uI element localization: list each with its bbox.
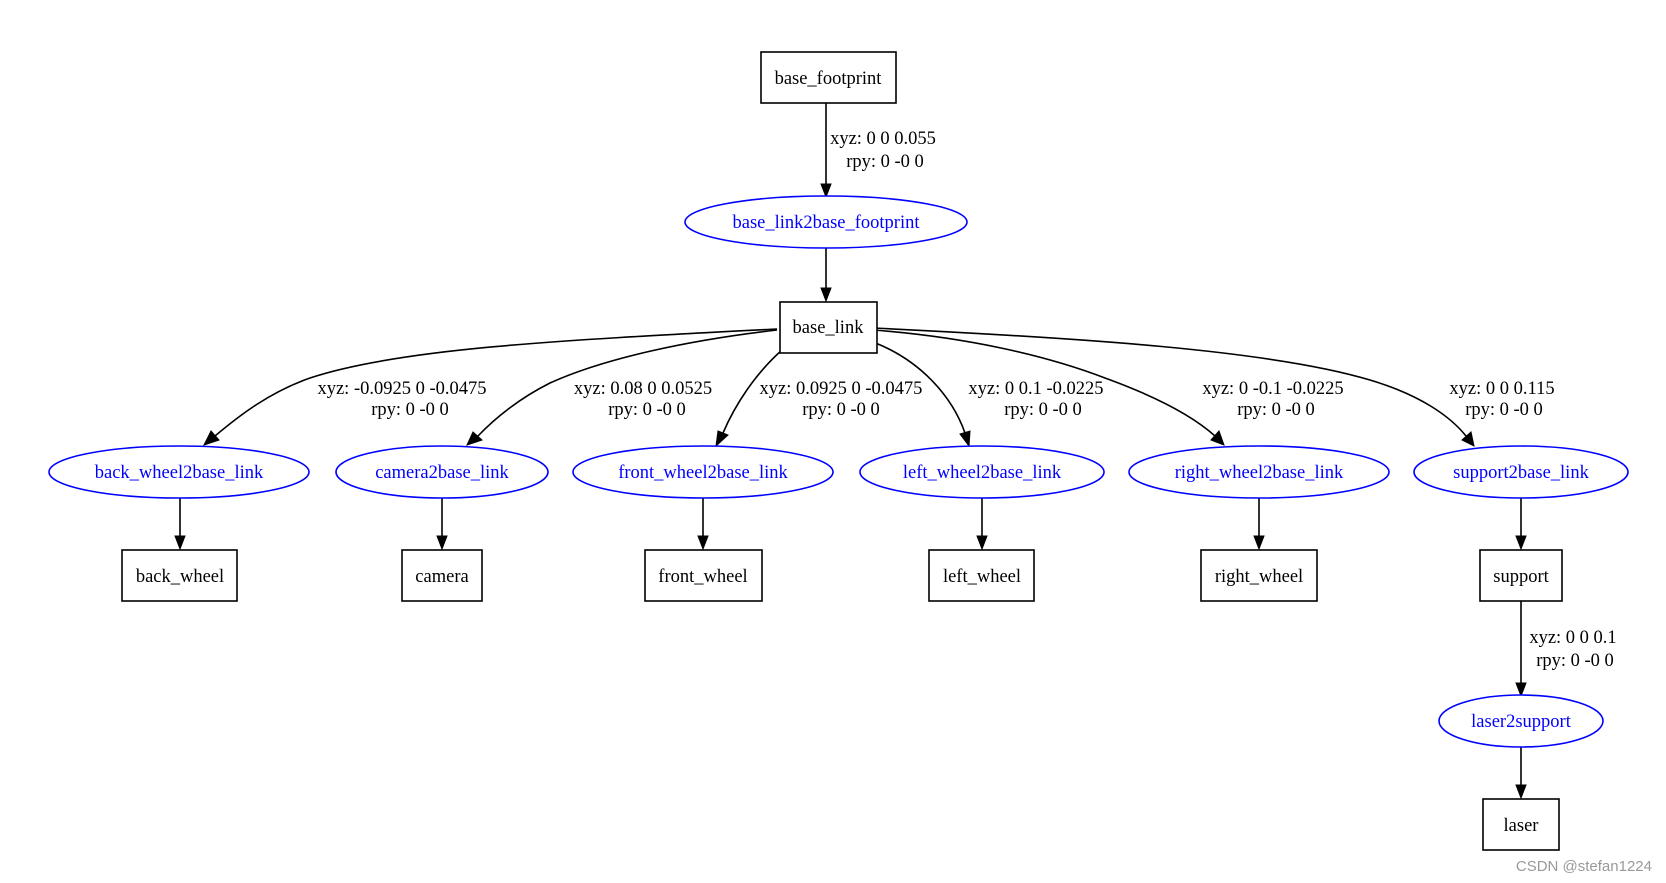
joint-label: right_wheel2base_link (1175, 463, 1344, 483)
edge-label-rpy: rpy: 0 -0 0 (1004, 400, 1082, 420)
edge-base-link-to-camera-joint (477, 329, 778, 437)
frame-label: laser (1504, 816, 1539, 836)
edge-label-xyz: xyz: 0.0925 0 -0.0475 (760, 379, 923, 399)
arrow-head (959, 430, 971, 448)
arrow-head (466, 431, 483, 446)
arrow-head (436, 535, 448, 551)
edge-label-rpy: rpy: 0 -0 0 (1536, 651, 1614, 671)
edge-base-link-to-left-wheel-joint (872, 341, 966, 434)
arrow-head (976, 535, 988, 551)
joint-label: camera2base_link (375, 463, 509, 483)
arrow-head (1515, 682, 1527, 698)
joint-node-camera2base-link[interactable]: camera2base_link (335, 445, 549, 499)
arrow-head (174, 535, 186, 551)
joint-node-back-wheel2base-link[interactable]: back_wheel2base_link (48, 445, 310, 499)
arrow-head (715, 430, 729, 448)
edge-label-xyz: xyz: 0 0 0.055 (830, 129, 936, 149)
arrow-head (820, 183, 832, 199)
joint-label: back_wheel2base_link (95, 463, 264, 483)
edge-label-xyz: xyz: 0.08 0 0.0525 (574, 379, 712, 399)
edge-label-xyz: xyz: -0.0925 0 -0.0475 (317, 379, 486, 399)
edge-base-link-to-right-wheel-joint (872, 329, 1216, 437)
joint-label: base_link2base_footprint (732, 213, 920, 233)
edge-base-link-to-back-wheel-joint (214, 328, 778, 437)
joint-label: left_wheel2base_link (903, 463, 1062, 483)
joint-node-left-wheel2base-link[interactable]: left_wheel2base_link (859, 445, 1105, 499)
frame-label: support (1493, 567, 1549, 587)
edge-label-rpy: rpy: 0 -0 0 (1465, 400, 1543, 420)
frame-label: base_link (793, 318, 865, 338)
frame-node-base-link[interactable]: base_link (779, 301, 878, 354)
joint-node-right-wheel2base-link[interactable]: right_wheel2base_link (1128, 445, 1390, 499)
frame-label: front_wheel (658, 567, 747, 587)
edge-labels: xyz: 0 0 0.055 rpy: 0 -0 0 xyz: -0.0925 … (317, 129, 1616, 671)
arrow-head (1515, 784, 1527, 800)
joint-node-base-link2base-footprint[interactable]: base_link2base_footprint (684, 195, 968, 249)
edge-label-xyz: xyz: 0 0.1 -0.0225 (968, 379, 1103, 399)
edge-base-link-to-support-joint (872, 327, 1467, 437)
arrow-head (820, 287, 832, 303)
edge-label-rpy: rpy: 0 -0 0 (1237, 400, 1315, 420)
arrow-head (203, 430, 220, 446)
edge-label-xyz: xyz: 0 0 0.115 (1449, 379, 1554, 399)
watermark: CSDN @stefan1224 (1515, 858, 1652, 875)
joint-node-laser2support[interactable]: laser2support (1438, 694, 1604, 748)
edge-base-link-to-front-wheel-joint (722, 349, 783, 434)
joint-label: laser2support (1471, 712, 1572, 732)
joint-label: front_wheel2base_link (618, 463, 788, 483)
frame-node-right-wheel[interactable]: right_wheel (1200, 549, 1318, 602)
edge-label-rpy: rpy: 0 -0 0 (802, 400, 880, 420)
frame-node-support[interactable]: support (1479, 549, 1563, 602)
frame-label: right_wheel (1215, 567, 1303, 587)
edge-label-xyz: xyz: 0 0 0.1 (1529, 628, 1616, 648)
joint-node-front-wheel2base-link[interactable]: front_wheel2base_link (572, 445, 834, 499)
frame-node-base-footprint[interactable]: base_footprint (760, 51, 897, 104)
graph-edges (174, 103, 1527, 800)
frame-label: left_wheel (943, 567, 1021, 587)
joint-node-support2base-link[interactable]: support2base_link (1413, 445, 1629, 499)
arrow-head (1515, 535, 1527, 551)
arrow-head (1253, 535, 1265, 551)
edge-label-rpy: rpy: 0 -0 0 (371, 400, 449, 420)
frame-node-camera[interactable]: camera (401, 549, 483, 602)
edge-label-rpy: rpy: 0 -0 0 (846, 152, 924, 172)
edge-label-xyz: xyz: 0 -0.1 -0.0225 (1202, 379, 1343, 399)
joint-nodes: base_link2base_footprint back_wheel2base… (48, 195, 1629, 748)
frame-node-front-wheel[interactable]: front_wheel (644, 549, 763, 602)
arrow-head (697, 535, 709, 551)
joint-label: support2base_link (1453, 463, 1589, 483)
frame-node-left-wheel[interactable]: left_wheel (928, 549, 1035, 602)
frame-label: camera (415, 567, 468, 587)
frame-label: back_wheel (136, 567, 224, 587)
edge-label-rpy: rpy: 0 -0 0 (608, 400, 686, 420)
frame-nodes: base_footprint base_link back_wheel came… (121, 51, 1563, 851)
frame-node-laser[interactable]: laser (1482, 798, 1560, 851)
arrow-head (1210, 430, 1225, 446)
arrow-head (1461, 431, 1475, 447)
frame-node-back-wheel[interactable]: back_wheel (121, 549, 238, 602)
frame-label: base_footprint (775, 69, 883, 89)
